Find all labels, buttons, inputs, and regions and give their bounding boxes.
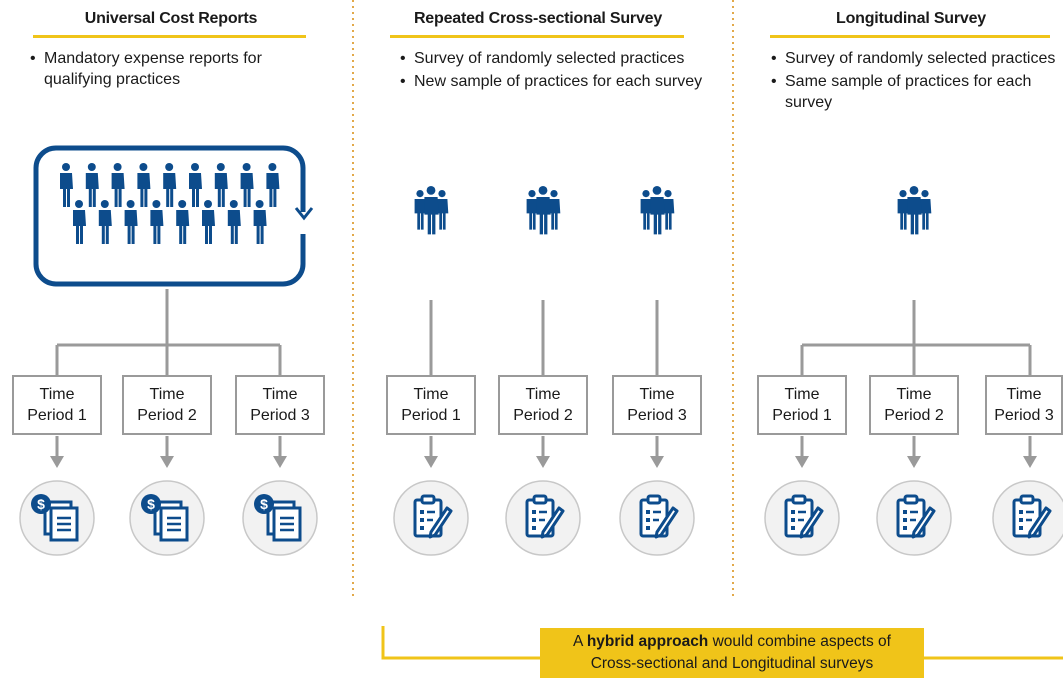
arrowhead: [536, 456, 550, 468]
survey-clipboard-icon: [504, 479, 582, 557]
title-underline-3: [770, 35, 1050, 38]
arrowhead: [907, 456, 921, 468]
tree-connector-1: [55, 289, 282, 375]
hybrid-prefix: A: [573, 633, 587, 650]
arrowhead: [650, 456, 664, 468]
person-icon: [227, 200, 241, 244]
hybrid-bracket-left: [381, 626, 540, 660]
bullet-item: New sample of practices for each survey: [400, 71, 720, 92]
person-icon: [650, 186, 665, 235]
vertical-connectors-2: [429, 300, 659, 375]
large-population-icon: [33, 145, 314, 287]
expense-report-icon: [18, 479, 96, 557]
tree-connector-3: [800, 300, 1032, 375]
bullet-item: Same sample of practices for each survey: [771, 71, 1056, 113]
hybrid-emphasis: hybrid approach: [586, 633, 709, 650]
bullet-list-cross-sectional: Survey of randomly selected practices Ne…: [400, 48, 720, 94]
arrowhead: [795, 456, 809, 468]
arrowhead: [50, 456, 64, 468]
bullet-list-longitudinal: Survey of randomly selected practices Sa…: [771, 48, 1056, 115]
person-icon: [240, 163, 254, 207]
person-icon: [189, 163, 202, 207]
person-icon: [98, 200, 112, 244]
title-underline-2: [390, 35, 684, 38]
survey-clipboard-icon: [875, 479, 953, 557]
small-group-icon: [526, 186, 561, 235]
small-group-icon: [414, 186, 449, 235]
survey-clipboard-icon: [991, 479, 1063, 557]
person-icon: [73, 200, 86, 244]
hybrid-rest: would combine aspects of: [708, 633, 891, 650]
arrowhead: [1023, 456, 1037, 468]
person-icon: [214, 163, 228, 207]
arrowhead: [160, 456, 174, 468]
survey-clipboard-icon: [392, 479, 470, 557]
bullet-item: Survey of randomly selected practices: [771, 48, 1056, 69]
expense-report-icon: [241, 479, 319, 557]
person-icon: [163, 163, 177, 207]
column-title-cross-sectional: Repeated Cross-sectional Survey: [413, 10, 663, 27]
person-icon: [202, 200, 215, 244]
person-icon: [111, 163, 125, 207]
person-icon: [60, 163, 73, 207]
hybrid-line2: Cross-sectional and Longitudinal surveys: [590, 655, 874, 672]
person-icon: [536, 186, 551, 235]
person-icon: [85, 163, 99, 207]
person-icon: [176, 200, 190, 244]
small-group-icon: [640, 186, 675, 235]
title-underline-1: [33, 35, 306, 38]
column-title-longitudinal: Longitudinal Survey: [836, 10, 986, 27]
survey-clipboard-icon: [763, 479, 841, 557]
person-icon: [137, 163, 151, 207]
hybrid-approach-callout: A hybrid approach would combine aspects …: [540, 628, 924, 678]
small-group-icon: [897, 186, 932, 235]
person-icon: [253, 200, 267, 244]
bullet-list-universal: Mandatory expense reports for qualifying…: [30, 48, 320, 92]
person-icon: [266, 163, 280, 207]
survey-clipboard-icon: [618, 479, 696, 557]
person-icon: [124, 200, 138, 244]
column-title-universal: Universal Cost Reports: [84, 10, 258, 27]
arrowhead: [424, 456, 438, 468]
bullet-item: Survey of randomly selected practices: [400, 48, 720, 69]
expense-report-icon: [128, 479, 206, 557]
person-icon: [424, 186, 439, 235]
bullet-item: Mandatory expense reports for qualifying…: [30, 48, 320, 90]
person-icon: [907, 186, 922, 235]
person-icon: [150, 200, 164, 244]
arrowhead: [273, 456, 287, 468]
